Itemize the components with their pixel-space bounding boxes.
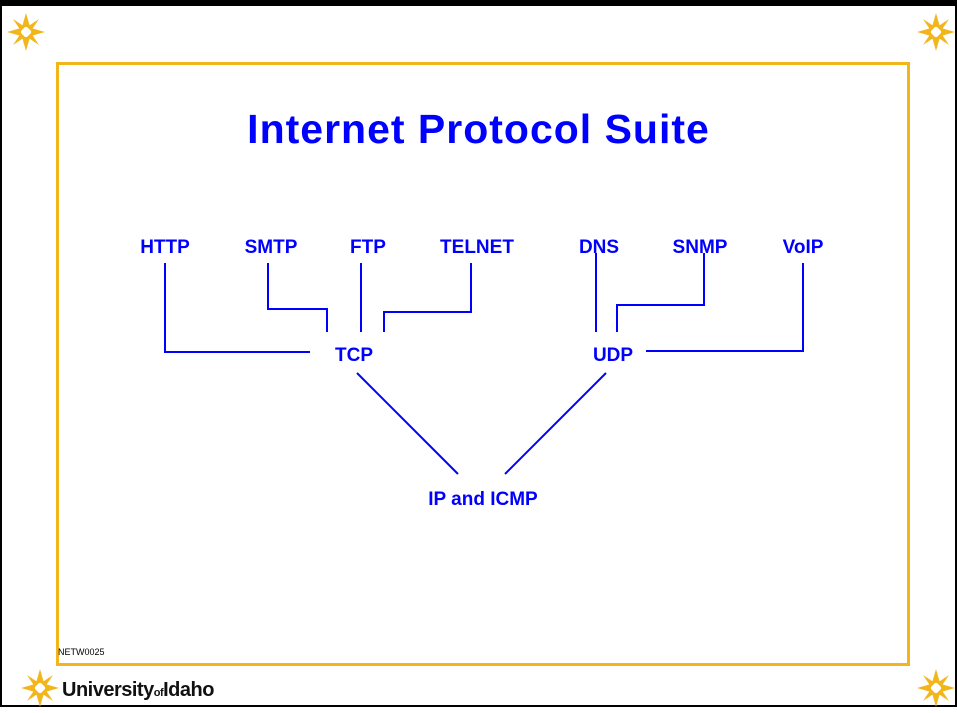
sun-logo-icon bbox=[20, 668, 60, 713]
protocol-udp: UDP bbox=[593, 345, 633, 366]
connector-voip-udp bbox=[646, 263, 804, 352]
slide-frame bbox=[56, 62, 910, 666]
protocol-telnet: TELNET bbox=[440, 237, 514, 258]
protocol-dns: DNS bbox=[579, 237, 619, 258]
connector-tcp-ip bbox=[356, 372, 459, 475]
protocol-ip-icmp: IP and ICMP bbox=[428, 489, 538, 510]
connector-snmp-udp bbox=[616, 253, 705, 332]
connector-http-tcp bbox=[164, 263, 310, 353]
university-logo: UniversityofIdaho bbox=[20, 668, 214, 713]
university-name: UniversityofIdaho bbox=[62, 678, 214, 701]
sun-logo-icon bbox=[916, 668, 956, 708]
protocol-snmp: SNMP bbox=[673, 237, 728, 258]
sun-logo-icon bbox=[916, 12, 956, 52]
protocol-tcp: TCP bbox=[335, 345, 373, 366]
protocol-ftp: FTP bbox=[350, 237, 386, 258]
connector-udp-ip bbox=[504, 372, 607, 475]
sun-logo-icon bbox=[6, 12, 46, 52]
page-title: Internet Protocol Suite bbox=[247, 106, 710, 152]
slide-code: NETW0025 bbox=[58, 647, 105, 657]
connector-telnet-tcp bbox=[383, 263, 472, 332]
protocol-diagram: HTTP SMTP FTP TELNET DNS SNMP VoIP TCP U… bbox=[140, 237, 824, 510]
protocol-voip: VoIP bbox=[783, 237, 824, 258]
protocol-smtp: SMTP bbox=[245, 237, 298, 258]
connector-smtp-tcp bbox=[267, 263, 328, 332]
protocol-http: HTTP bbox=[140, 237, 190, 258]
